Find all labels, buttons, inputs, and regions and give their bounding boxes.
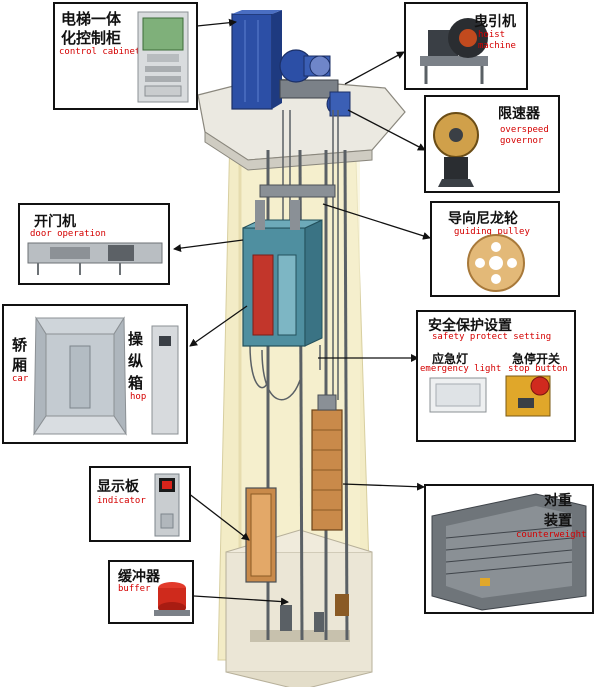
overspeed-governor-en-line1: overspeed xyxy=(500,125,549,135)
indicator-callout: 显示板 indicator xyxy=(89,466,191,542)
safety-photos xyxy=(429,375,551,417)
control-cabinet-callout: 电梯一体 化控制柜 control cabinet xyxy=(53,2,198,110)
safety-protect-callout: 安全保护设置 safety protect setting 应急灯 emerge… xyxy=(416,310,576,442)
hop-en: hop xyxy=(130,392,147,402)
control-cabinet-zh-line2: 化控制柜 xyxy=(61,29,122,47)
control-cabinet-zh-line1: 电梯一体 xyxy=(61,10,122,28)
door-operation-photo xyxy=(27,242,163,275)
counterweight-zh-line2: 装置 xyxy=(544,513,572,529)
control-cabinet-photo xyxy=(137,11,189,103)
overspeed-governor-callout: 限速器 overspeed governor xyxy=(424,95,560,193)
hoist-machine-zh: 曳引机 xyxy=(474,14,516,30)
hoist-machine-illustration xyxy=(279,49,351,117)
safety-protect-en: safety protect setting xyxy=(432,332,552,342)
buffer-callout: 缓冲器 buffer xyxy=(108,560,194,624)
buffer-illustration xyxy=(280,594,349,632)
counterweight-zh-line1: 对重 xyxy=(544,493,572,509)
indicator-photo xyxy=(154,473,180,537)
car-zh-line1: 轿 xyxy=(12,336,28,354)
emergency-light-zh: 应急灯 xyxy=(432,352,469,366)
hop-zh-line2: 纵 xyxy=(128,352,144,370)
stop-button-zh: 急停开关 xyxy=(512,352,561,366)
safety-protect-zh: 安全保护设置 xyxy=(428,318,512,334)
car-illustration xyxy=(242,184,336,347)
hop-zh-line3: 箱 xyxy=(128,374,144,392)
car-en: car xyxy=(12,374,29,384)
emergency-light-en: emergency light xyxy=(420,364,502,374)
indicator-zh: 显示板 xyxy=(97,479,139,495)
guiding-pulley-en: guiding pulley xyxy=(454,227,530,237)
hoist-machine-en-line2: machine xyxy=(478,41,516,51)
counterweight-callout: 对重 装置 counterweight xyxy=(424,484,594,614)
guiding-pulley-zh: 导向尼龙轮 xyxy=(448,211,518,227)
door-operation-callout: 开门机 door operation xyxy=(18,203,170,285)
car-photo xyxy=(33,316,179,436)
stop-button-en: stop button xyxy=(508,364,568,374)
counterweight-en: counterweight xyxy=(516,530,587,540)
counterweight-photo xyxy=(431,493,587,611)
overspeed-governor-zh: 限速器 xyxy=(498,106,540,122)
leader-lines xyxy=(173,18,431,606)
door-operation-en: door operation xyxy=(30,229,106,239)
overspeed-governor-en-line2: governor xyxy=(500,136,544,146)
buffer-zh: 缓冲器 xyxy=(118,569,160,585)
guiding-pulley-callout: 导向尼龙轮 guiding pulley xyxy=(430,201,560,297)
guiding-pulley-photo xyxy=(467,234,525,292)
hoist-machine-photo xyxy=(420,18,488,84)
hop-zh-line1: 操 xyxy=(128,330,144,348)
indicator-en: indicator xyxy=(97,496,146,506)
door-operation-zh: 开门机 xyxy=(34,214,76,230)
hoist-machine-callout: 曳引机 hoist machine xyxy=(404,2,528,90)
buffer-photo xyxy=(154,582,190,616)
control-cabinet-en: control cabinet xyxy=(59,47,141,57)
car-zh-line2: 厢 xyxy=(12,356,28,374)
lower-panel-illustration xyxy=(245,487,277,583)
hoist-machine-en-line1: hoist xyxy=(478,30,506,40)
buffer-en: buffer xyxy=(118,584,151,594)
car-callout: 轿 厢 car 操 纵 箱 hop xyxy=(2,304,188,444)
cabinet-illustration xyxy=(231,10,282,110)
overspeed-governor-photo xyxy=(433,112,479,187)
counterweight-illustration xyxy=(311,394,343,531)
